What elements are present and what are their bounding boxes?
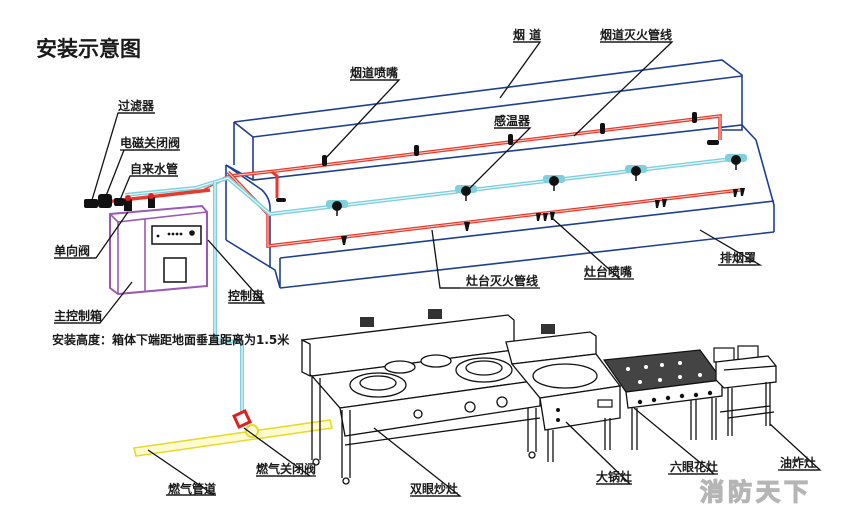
filter-icon — [84, 199, 98, 208]
label-flue-fire-pipe: 烟道灭火管线 — [600, 27, 672, 42]
label-stove-nozzle: 灶台喷嘴 — [584, 264, 632, 279]
gas-shutoff-valve-icon — [232, 409, 259, 438]
stove-nozzle-icon — [662, 199, 667, 207]
deep-fryer — [713, 345, 777, 436]
label-exhaust-hood: 排烟罩 — [720, 250, 756, 265]
flue-nozzle-icons — [276, 112, 719, 202]
label-double-wok-stove: 双眼炒灶 — [410, 481, 458, 496]
diagram-title: 安装示意图 — [36, 37, 141, 61]
labels: 过滤器 电磁关闭阀 自来水管 单向阀 主控制箱 安装高度：箱体下端距地面垂直距离… — [52, 27, 816, 496]
label-gas-shutoff-valve: 燃气关闭阀 — [256, 461, 316, 476]
control-panel — [151, 225, 202, 245]
heat-sensor-icon — [461, 186, 471, 201]
stove-nozzle-icon — [550, 212, 555, 220]
stove-nozzle-icon — [740, 188, 745, 196]
heat-sensor-icon — [332, 201, 342, 216]
check-valve-icon — [124, 195, 132, 211]
flue-nozzle-icon — [414, 145, 419, 156]
watermark: 消防天下 — [700, 478, 812, 506]
label-control-panel: 控制盘 — [228, 288, 264, 303]
main-control-box — [109, 204, 208, 296]
six-burner-stove — [602, 349, 724, 450]
heat-sensor-icon — [549, 176, 559, 191]
flue-nozzle-icon — [692, 112, 697, 123]
stove-nozzle-icon — [464, 222, 470, 231]
stove-nozzle-icon — [733, 189, 738, 197]
flue-nozzle-icon — [276, 198, 286, 202]
water-pipe-assembly — [84, 188, 211, 211]
double-wok-stove — [301, 309, 542, 485]
flue-nozzle-icon — [600, 123, 605, 134]
install-height-note: 安装高度：箱体下端距地面垂直距离为1.5米 — [52, 332, 290, 347]
label-flue-nozzle: 烟道喷嘴 — [350, 65, 398, 80]
sensor-line — [124, 154, 747, 412]
flue-nozzle-icon — [707, 140, 719, 145]
label-six-burner-stove: 六眼花灶 — [670, 459, 718, 474]
stove-nozzle-icon — [543, 213, 548, 221]
label-stove-fire-pipe: 灶台灭火管线 — [466, 273, 538, 288]
heat-sensor-icon — [631, 166, 641, 181]
gas-pipe — [133, 409, 333, 457]
flue-nozzle-icon — [508, 134, 513, 145]
label-water-pipe: 自来水管 — [130, 161, 178, 176]
label-flue: 烟 道 — [513, 27, 541, 42]
solenoid-valve-icon — [98, 194, 112, 208]
label-check-valve: 单向阀 — [54, 243, 90, 258]
stove-nozzle-icon — [536, 213, 541, 221]
label-underlines — [54, 41, 818, 497]
label-solenoid-valve: 电磁关闭阀 — [120, 135, 180, 150]
label-deep-fryer: 油炸灶 — [780, 455, 816, 470]
check-valve-icon — [148, 193, 155, 208]
label-main-control-box: 主控制箱 — [54, 308, 102, 323]
label-gas-pipe: 燃气管道 — [168, 481, 216, 496]
heat-sensor-icon — [731, 155, 741, 170]
stove-nozzle-icon — [341, 236, 347, 245]
label-heat-sensor: 感温器 — [494, 113, 531, 128]
label-big-wok-stove: 大锅灶 — [596, 469, 632, 484]
control-box-window — [163, 257, 187, 283]
big-wok-stove — [505, 324, 622, 462]
pipe-fitting-icon — [114, 198, 124, 206]
stove-nozzle-icon — [655, 200, 660, 208]
exhaust-hood — [225, 59, 775, 289]
label-filter: 过滤器 — [118, 98, 155, 113]
